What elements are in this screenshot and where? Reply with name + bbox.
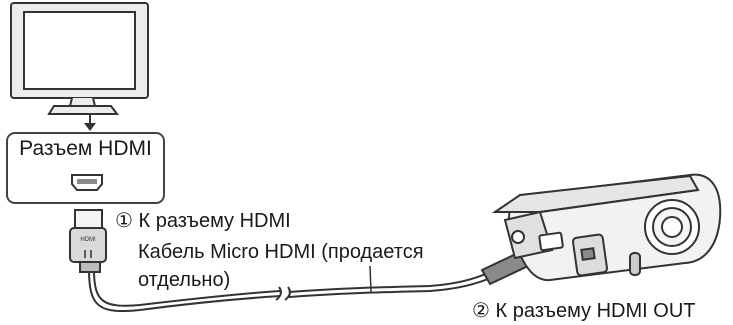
camera-icon xyxy=(491,173,722,282)
cable-description-line2: отдельно) xyxy=(138,269,231,291)
hdmi-port-icon xyxy=(71,174,103,191)
hdmi-plug-icon: HDMI xyxy=(69,209,107,273)
hdmi-port-box: Разъем HDMI xyxy=(6,132,165,204)
cable-description: Кабель Micro HDMI (продается xyxy=(138,241,424,263)
tv-icon xyxy=(10,2,149,115)
step1-label: ① К разъему HDMI xyxy=(115,210,291,232)
arrow-icon xyxy=(84,115,96,131)
hdmi-cable xyxy=(88,265,496,313)
step2-label: ② К разъему HDMI OUT xyxy=(472,300,696,322)
port-box-title: Разъем HDMI xyxy=(19,137,152,160)
plug-marking: HDMI xyxy=(80,237,96,243)
